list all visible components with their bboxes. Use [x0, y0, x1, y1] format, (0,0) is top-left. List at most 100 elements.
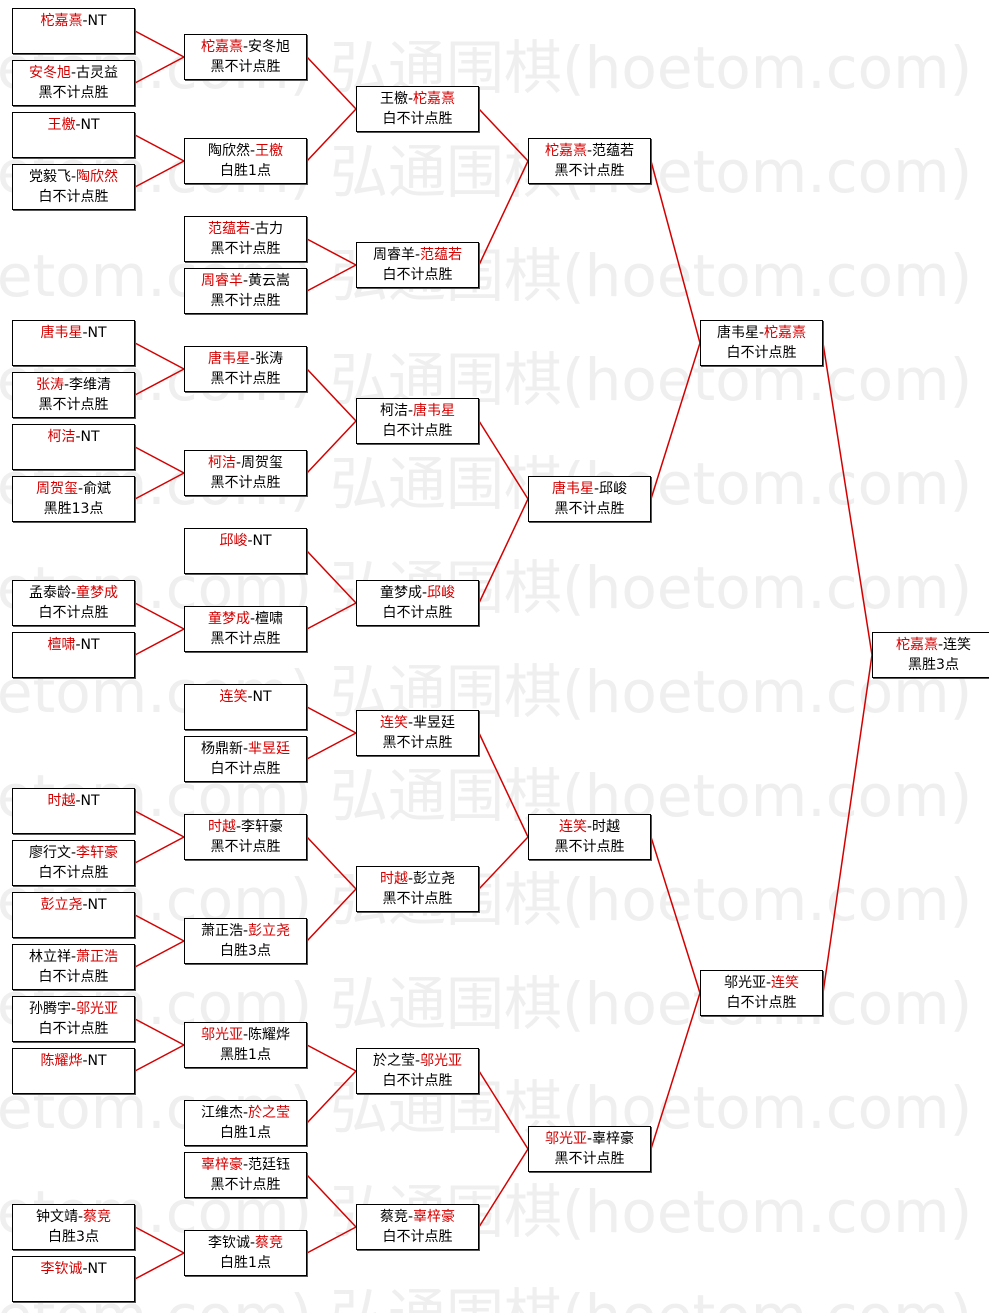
match-players: 柁嘉熹-连笑 [873, 635, 989, 655]
bracket-connector [306, 836, 357, 890]
player-black: 时越 [207, 819, 236, 835]
match-box-r1-3: 王檄-NT [12, 112, 135, 158]
player-black: 唐韦星 [207, 351, 250, 367]
player-white: 范蕴若 [420, 247, 463, 263]
match-result: 白不计点胜 [382, 1229, 453, 1245]
bracket-connector [306, 264, 357, 292]
vs-dash: - [421, 585, 428, 601]
player-black: 安冬旭 [28, 65, 71, 81]
match-players: 檀啸-NT [13, 635, 134, 655]
player-black: 张涛 [35, 377, 64, 393]
match-result: 白胜1点 [220, 163, 271, 179]
match-players: 李钦诚-NT [13, 1259, 134, 1279]
player-black: 檀啸 [47, 637, 76, 653]
player-black: 杨鼎新 [200, 741, 243, 757]
player-black: 时越 [379, 871, 408, 887]
player-black: 陈耀烨 [40, 1053, 83, 1069]
vs-dash: - [70, 1001, 77, 1017]
vs-dash: - [70, 949, 77, 965]
bracket-connector [306, 238, 357, 266]
watermark-text: 弘通围棋(hoetom.com) [330, 762, 972, 830]
match-result: 黑不计点胜 [210, 293, 281, 309]
player-white: NT [87, 1053, 107, 1069]
player-black: 唐韦星 [716, 325, 759, 341]
match-box-r2-4: 周睿羊-黄云嵩黑不计点胜 [184, 268, 307, 314]
vs-dash: - [765, 975, 772, 991]
match-result: 黑不计点胜 [554, 501, 625, 517]
bracket-connector [134, 1252, 185, 1280]
match-result: 黑不计点胜 [38, 85, 109, 101]
match-players: 张涛-李维清 [13, 375, 134, 395]
player-black: 陶欣然 [207, 143, 250, 159]
player-black: 李钦诚 [40, 1261, 83, 1277]
match-players: 陈耀烨-NT [13, 1051, 134, 1071]
player-white: 陶欣然 [76, 169, 119, 185]
match-players: 连笑-NT [185, 687, 306, 707]
match-players: 陶欣然-王檄 [185, 141, 306, 161]
player-black: 连笑 [558, 819, 587, 835]
bracket-connector [306, 550, 357, 604]
vs-dash: - [414, 247, 421, 263]
bracket-connector [650, 836, 701, 994]
match-result: 白胜3点 [48, 1229, 99, 1245]
bracket-connector [650, 992, 701, 1150]
vs-dash: - [75, 637, 81, 653]
match-box-r4-3: 连笑-时越黑不计点胜 [528, 814, 651, 860]
player-white: 邬光亚 [76, 1001, 119, 1017]
player-black: 周睿羊 [372, 247, 415, 263]
bracket-connector [134, 472, 185, 500]
player-white: NT [87, 325, 107, 341]
match-box-r1-13: 彭立尧-NT [12, 892, 135, 938]
match-box-r1-15: 孙腾宇-邬光亚白不计点胜 [12, 996, 135, 1042]
bracket-connector [134, 1044, 185, 1072]
match-players: 时越-NT [13, 791, 134, 811]
player-black: 连笑 [379, 715, 408, 731]
player-white: 彭立尧 [248, 923, 291, 939]
vs-dash: - [758, 325, 765, 341]
match-players: 王檄-NT [13, 115, 134, 135]
vs-dash: - [75, 429, 81, 445]
match-box-r1-17: 钟文靖-蔡竞白胜3点 [12, 1204, 135, 1250]
match-players: 邬光亚-连笑 [701, 973, 822, 993]
player-white: 蔡竞 [255, 1235, 284, 1251]
match-players: 童梦成-邱峻 [357, 583, 478, 603]
match-players: 彭立尧-NT [13, 895, 134, 915]
vs-dash: - [249, 351, 256, 367]
bracket-connector [306, 368, 357, 422]
player-white: 周贺玺 [241, 455, 284, 471]
vs-dash: - [75, 117, 81, 133]
player-white: NT [87, 13, 107, 29]
match-players: 邱峻-NT [185, 531, 306, 551]
match-result: 白不计点胜 [382, 605, 453, 621]
match-players: 林立祥-萧正浩 [13, 947, 134, 967]
match-players: 柯洁-周贺玺 [185, 453, 306, 473]
player-white: 檀啸 [255, 611, 284, 627]
player-white: 陈耀烨 [248, 1027, 291, 1043]
bracket-connector [134, 1226, 185, 1254]
player-white: NT [252, 533, 272, 549]
bracket-connector [478, 420, 529, 500]
match-players: 时越-彭立尧 [357, 869, 478, 889]
bracket-connector [306, 1174, 357, 1228]
player-white: 李轩豪 [241, 819, 284, 835]
vs-dash: - [82, 13, 88, 29]
match-players: 唐韦星-柁嘉熹 [701, 323, 822, 343]
match-players: 柁嘉熹-NT [13, 11, 134, 31]
match-result: 黑不计点胜 [554, 1151, 625, 1167]
player-white: 范廷钰 [248, 1157, 291, 1173]
player-black: 孟泰龄 [28, 585, 71, 601]
vs-dash: - [586, 1131, 593, 1147]
match-players: 廖行文-李轩豪 [13, 843, 134, 863]
match-box-r4-4: 邬光亚-辜梓豪黑不计点胜 [528, 1126, 651, 1172]
match-players: 邬光亚-辜梓豪 [529, 1129, 650, 1149]
match-box-r1-5: 唐韦星-NT [12, 320, 135, 366]
player-white: 俞斌 [83, 481, 112, 497]
match-box-r3-5: 连笑-芈昱廷黑不计点胜 [356, 710, 479, 756]
player-white: 彭立尧 [413, 871, 456, 887]
player-white: 王檄 [255, 143, 284, 159]
match-box-r2-11: 时越-李轩豪黑不计点胜 [184, 814, 307, 860]
player-black: 蔡竞 [379, 1209, 408, 1225]
player-black: 邬光亚 [544, 1131, 587, 1147]
match-box-r1-6: 张涛-李维清黑不计点胜 [12, 372, 135, 418]
vs-dash: - [242, 1027, 249, 1043]
